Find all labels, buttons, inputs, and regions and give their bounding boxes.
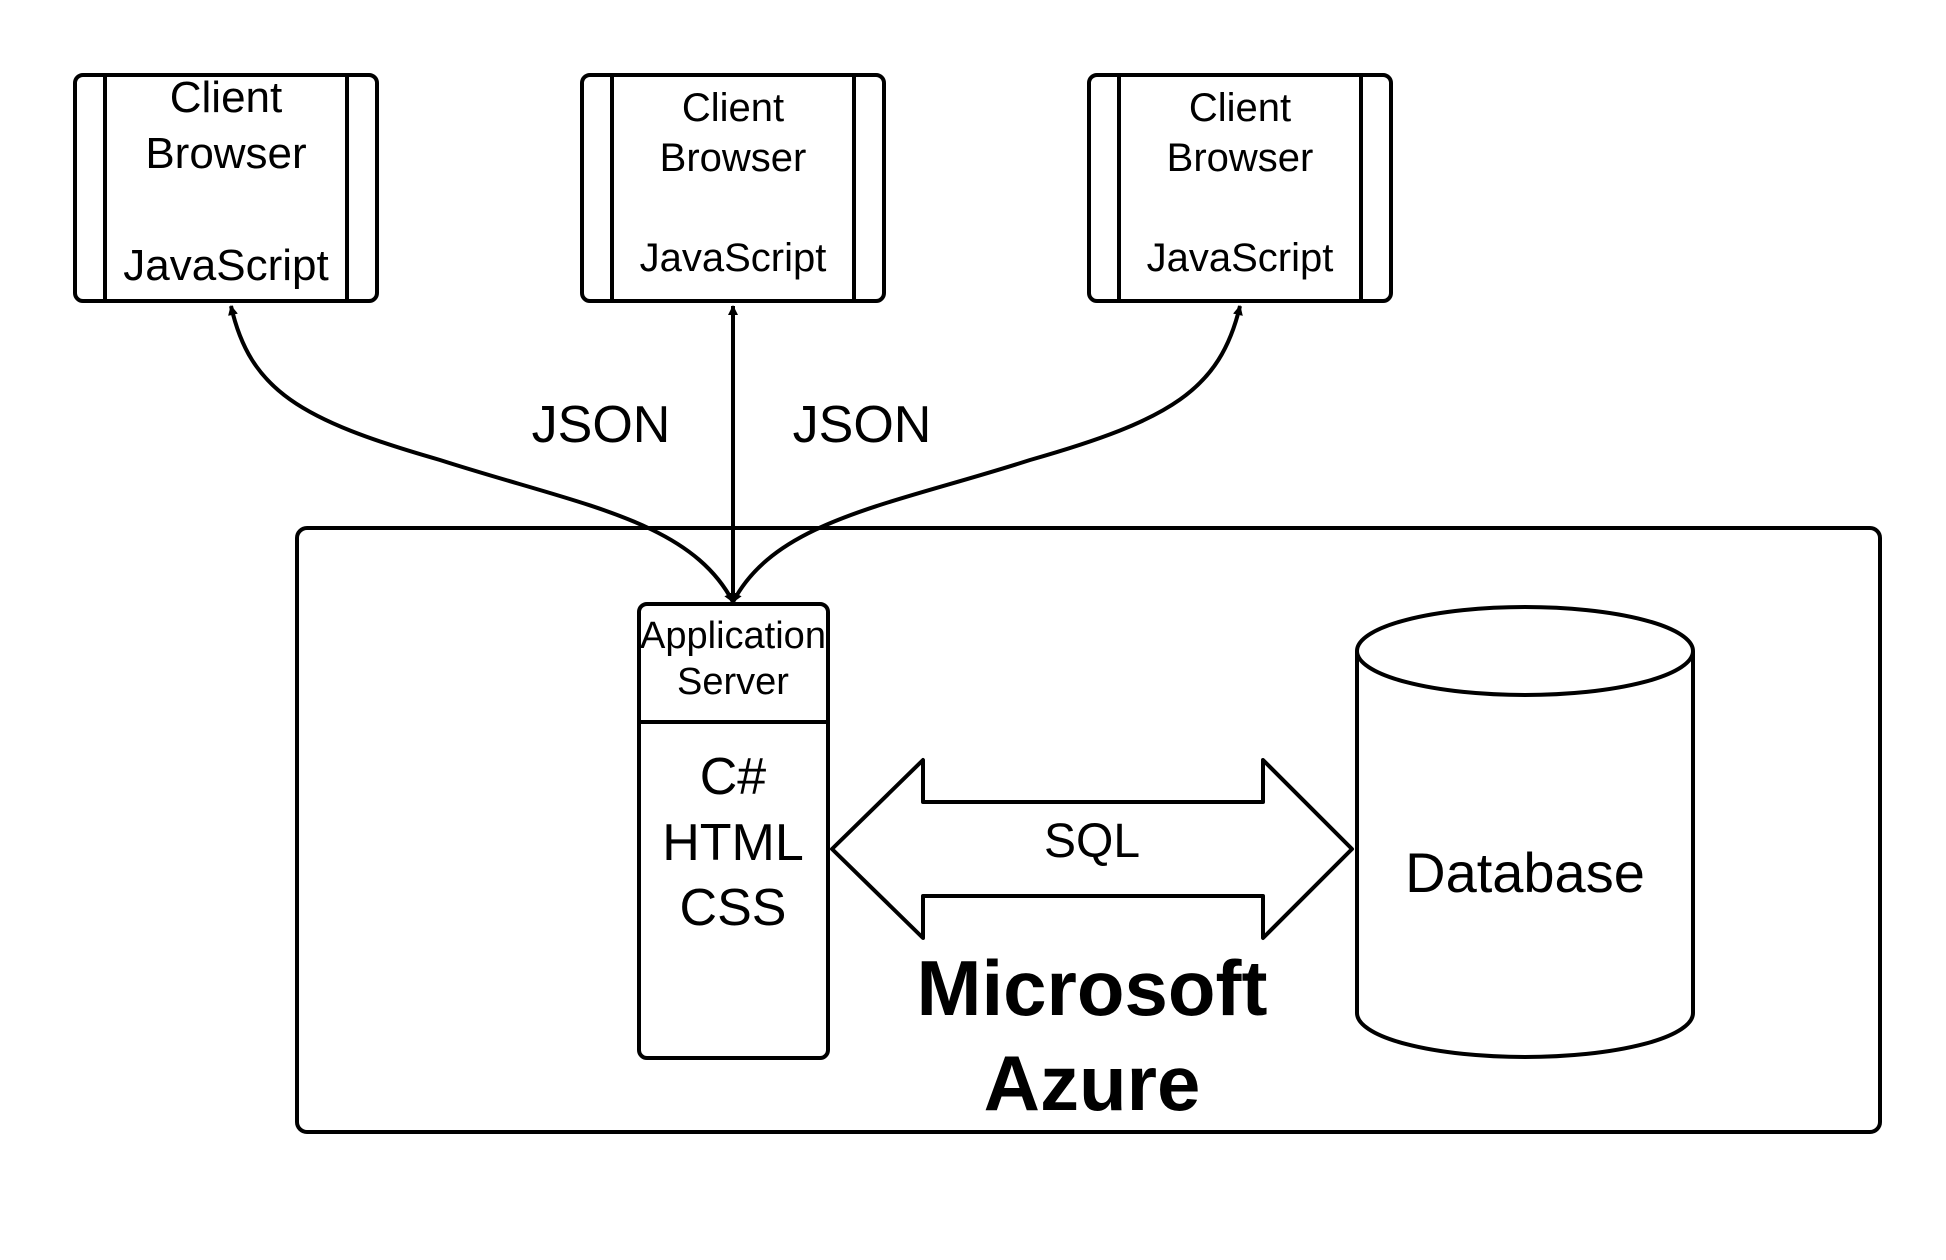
azure-label-line2: Azure — [984, 1039, 1201, 1127]
application-server: Application Server C# HTML CSS — [637, 602, 830, 1060]
client-2-line2: Browser — [660, 136, 807, 180]
client-1-line2: Browser — [145, 129, 306, 178]
client-3-line1: Client — [1189, 86, 1291, 130]
client-browser-2: Client Browser JavaScript — [580, 73, 886, 303]
sql-double-arrow — [830, 758, 1354, 940]
client-browser-1: Client Browser JavaScript — [73, 73, 379, 303]
app-server-header-line1: Application — [640, 615, 826, 657]
database-cylinder: Database — [1355, 605, 1695, 1059]
json-label-left: JSON — [532, 396, 671, 454]
app-server-header-line2: Server — [677, 661, 789, 703]
json-connector-right — [731, 305, 1243, 603]
app-server-tech-csharp: C# — [700, 748, 767, 806]
client-2-line1: Client — [682, 86, 784, 130]
client-1-line3: JavaScript — [123, 241, 328, 290]
json-connector-left — [228, 305, 735, 603]
client-3-line3: JavaScript — [1147, 236, 1334, 280]
database-label: Database — [1405, 841, 1645, 904]
app-server-tech-css: CSS — [680, 879, 787, 937]
azure-label-line1: Microsoft — [917, 944, 1268, 1032]
client-3-line2: Browser — [1167, 136, 1314, 180]
json-label-right: JSON — [793, 396, 932, 454]
client-browser-3: Client Browser JavaScript — [1087, 73, 1393, 303]
app-server-tech-html: HTML — [662, 814, 804, 872]
client-1-line1: Client — [170, 73, 283, 122]
client-2-line3: JavaScript — [640, 236, 827, 280]
sql-label: SQL — [1044, 815, 1140, 868]
